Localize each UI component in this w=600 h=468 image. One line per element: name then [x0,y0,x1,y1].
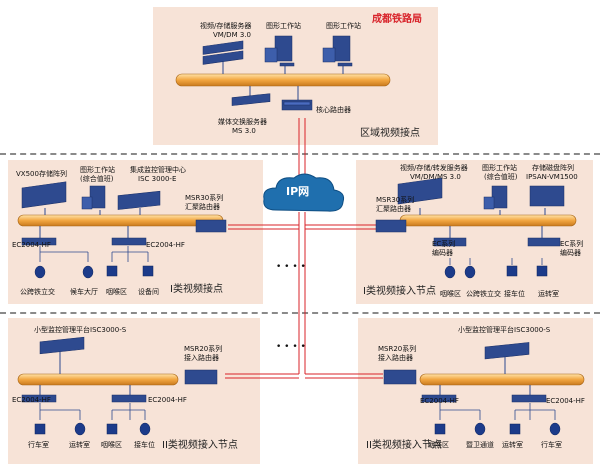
mid-left-section-title: I类视频接点 [170,284,223,295]
mgmt-center-model: ISC 3000-E [138,175,177,183]
media-server-label: 媒体交换服务器 [218,118,267,126]
camera-label: 咽喉区 [101,441,122,449]
camera-label: 咽喉区 [428,441,449,449]
forward-server-label: 视频/存储/转发服务器 [400,164,468,172]
mgmt-center-label: 集成监控管理中心 [130,166,186,174]
core-router-label: 核心路由器 [316,106,351,114]
camera-label: 接车位 [134,441,155,449]
ip-cloud-icon [263,173,345,212]
disk-array-label: 存储磁盘阵列 [532,164,574,172]
video-server-label: 视频/存储服务器 [200,22,252,30]
workstation-label-mr: 图形工作站 [482,164,517,172]
workstation-label-ml: 图形工作站 [80,166,115,174]
router-label-br: MSR20系列 [378,345,417,353]
router-label-mr: MSR30系列 [376,196,415,204]
ellipsis-dots: • • • • [276,342,306,352]
ip-network-label: IP网 [286,185,310,198]
encoder-label-ml-1: EC2004-HF [12,241,51,249]
camera-label: 公跨铁立交 [466,290,501,298]
encoder-sub-mr-1: 编码器 [432,249,453,257]
bottom-right-panel [358,318,593,464]
forward-server-model: VM/DM/MS 3.0 [410,173,461,181]
camera-label: 设备间 [138,288,159,296]
camera-label: 运转室 [538,290,559,298]
router-sub-mr: 汇聚路由器 [376,205,411,213]
separator-line-2 [0,312,600,314]
encoder-label-ml-2: EC2004-HF [146,241,185,249]
storage-array-label: VX500存储阵列 [16,170,67,178]
video-server-model: VM/DM 3.0 [213,31,251,39]
router-label-bl: MSR20系列 [184,345,223,353]
bottom-right-section-title: II类视频接入节点 [366,440,442,451]
platform-label-bl: 小型监控管理平台ISC3000-S [34,326,127,334]
media-server-model: MS 3.0 [232,127,256,135]
disk-array-model: IPSAN-VM1500 [526,173,578,181]
platform-label-br: 小型监控管理平台ISC3000-S [458,326,551,334]
router-sub-br: 接入路由器 [378,354,413,362]
workstation-label-2: 图形工作站 [326,22,361,30]
camera-label: 暨卫通道 [466,441,494,449]
camera-label: 行车室 [28,441,49,449]
camera-label: 接车位 [504,290,525,298]
bureau-label: 成都铁路局 [372,14,422,25]
router-sub-bl: 接入路由器 [184,354,219,362]
region-section-title: 区域视频接点 [360,128,420,139]
camera-label: 公跨铁立交 [20,288,55,296]
workstation-sub-mr: (综合值班) [484,173,518,181]
encoder-label-bl-1: EC2004-HF [12,396,51,404]
mid-right-section-title: I类视频接入节点 [363,286,436,297]
camera-label: 运转室 [502,441,523,449]
camera-label: 咽喉区 [106,288,127,296]
bottom-left-section-title: II类视频接入节点 [162,440,238,451]
ellipsis-dots: • • • • [276,262,306,272]
camera-label: 候车大厅 [70,288,98,296]
encoder-label-br-1: EC2004-HF [420,397,459,405]
encoder-label-mr-2: EC系列 [560,240,584,248]
separator-line-1 [0,153,600,155]
camera-label: 运转室 [69,441,90,449]
encoder-label-br-2: EC2004-HF [546,397,585,405]
workstation-label-1: 图形工作站 [266,22,301,30]
router-sub-ml: 汇聚路由器 [185,203,220,211]
router-label-ml: MSR30系列 [185,194,224,202]
camera-label: 行车室 [541,441,562,449]
encoder-label-mr-1: EC系列 [432,240,456,248]
camera-label: 咽喉区 [440,290,461,298]
workstation-sub-ml: (综合值班) [80,175,114,183]
encoder-sub-mr-2: 编码器 [560,249,581,257]
encoder-label-bl-2: EC2004-HF [148,396,187,404]
